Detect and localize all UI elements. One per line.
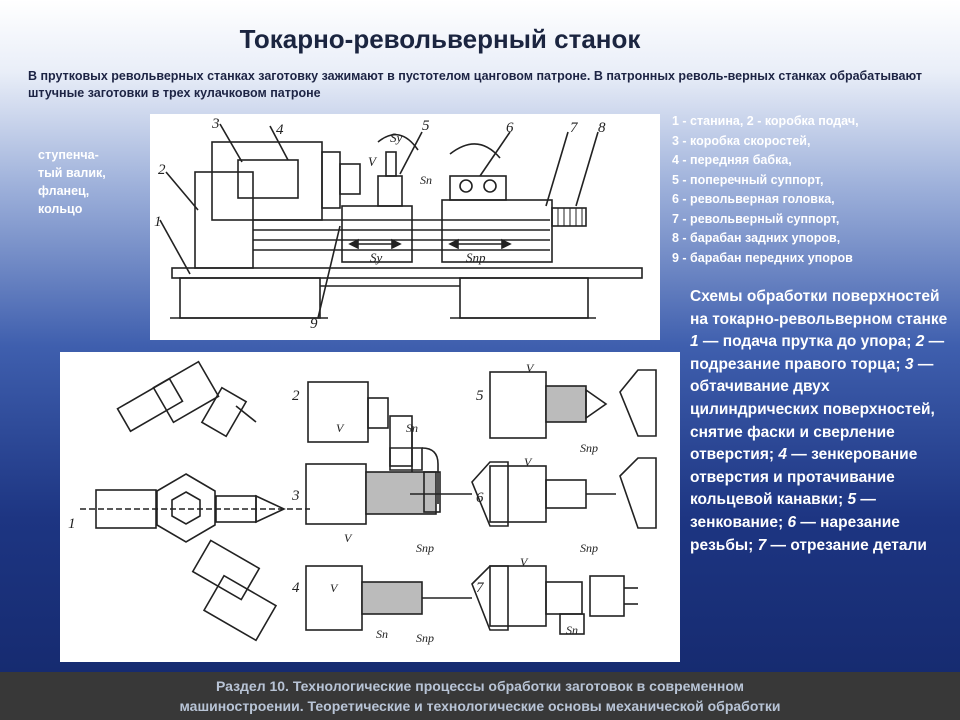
scheme-v-4: V	[330, 581, 339, 595]
label-4: 4	[276, 122, 284, 138]
step-text: — нарезание резьбы;	[690, 513, 900, 554]
label-sn: Sп	[420, 173, 432, 187]
scheme-3-chuck	[305, 463, 367, 525]
turret-slide	[441, 199, 553, 263]
turret-hexagon	[156, 473, 216, 543]
scheme-heading: Схемы обработки поверхностей на токарно-…	[690, 288, 948, 328]
scheme-num-4: 4	[292, 580, 300, 596]
scheme-num-2: 2	[292, 388, 300, 404]
cross-slide	[341, 205, 413, 263]
step-text: — подача прутка до упора;	[698, 333, 916, 351]
scheme-6-chuck	[489, 465, 547, 523]
bed-leg-left	[179, 277, 321, 319]
label-8: 8	[598, 120, 606, 136]
label-7: 7	[570, 120, 579, 136]
label-sy: Sy	[370, 250, 383, 265]
legend-line: 5 - поперечный суппорт,	[672, 172, 824, 187]
part-type-line: ступенча-	[38, 148, 99, 162]
step-text: — зенкерование отверстия и протачивание …	[690, 446, 918, 509]
scheme-num-7: 7	[476, 580, 485, 596]
label-1: 1	[154, 214, 162, 230]
legend-line: 4 - передняя бабка,	[672, 153, 792, 167]
label-9: 9	[310, 316, 318, 332]
scheme-7-chuck	[489, 565, 547, 627]
scheme-snp-6: Sпр	[580, 541, 598, 555]
intro-text: В прутковых револьверных станках заготов…	[28, 69, 922, 100]
scheme-sn-4: Sп	[376, 627, 388, 641]
legend-line: 3 - коробка скоростей,	[672, 133, 811, 148]
scheme-snp-4: Sпр	[416, 631, 434, 645]
schemes-drawing-panel: 1 2 3 4 5 6 7 V V V V V V Sп Sп Sп Sпр S…	[60, 352, 680, 662]
step-number: 4	[778, 446, 787, 464]
label-5: 5	[422, 118, 430, 134]
processing-schemes-drawing: 1 2 3 4 5 6 7 V V V V V V Sп Sп Sп Sпр S…	[68, 360, 657, 645]
part-type-line: фланец,	[38, 184, 90, 198]
bed-leg-right	[459, 277, 589, 319]
label-sy-top: Sy	[390, 130, 403, 145]
scheme-description: Схемы обработки поверхностей на токарно-…	[690, 286, 950, 557]
bed-rail	[171, 267, 643, 279]
label-3: 3	[211, 116, 220, 132]
parts-legend: 1 - станина, 2 - коробка подач, 3 - коро…	[672, 112, 942, 268]
legend-line: 1 - станина, 2 - коробка подач,	[672, 114, 859, 128]
step-number: 6	[787, 513, 797, 531]
step-text: — зенкование;	[690, 491, 876, 531]
slide-title: Токарно-револьверный станок	[239, 24, 641, 54]
step-number: 2	[915, 333, 925, 351]
part-type-line: тый валик,	[38, 166, 106, 180]
scheme-num-1: 1	[68, 516, 76, 532]
scheme-5-chuck	[489, 371, 547, 439]
part-types: ступенча- тый валик, фланец, кольцо	[38, 146, 138, 218]
step-number: 3	[904, 355, 914, 373]
scheme-v-6: V	[524, 455, 533, 469]
scheme-num-6: 6	[476, 490, 484, 506]
footer-bar: Раздел 10. Технологические процессы обра…	[0, 672, 960, 720]
legend-line: 9 - барабан передних упоров	[672, 250, 853, 265]
legend-line: 6 - револьверная головка,	[672, 192, 835, 206]
machine-drawing-panel: 3 4 2 1 5 6 7 8 9 V Sy Sп Sy Sпр	[150, 114, 660, 340]
headstock-window	[237, 159, 299, 199]
scheme-snp-3: Sпр	[416, 541, 434, 555]
scheme-sn-2: Sп	[406, 421, 418, 435]
turret-head	[449, 175, 507, 201]
step-number: 1	[690, 333, 699, 351]
scheme-sn-7: Sп	[566, 623, 578, 637]
step-number: 5	[847, 491, 857, 509]
step-text: — отрезание детали	[766, 536, 927, 554]
footer-line-2: машиностроении. Теоретические и технолог…	[179, 698, 781, 714]
step-text: — обтачивание двух цилиндрических поверх…	[690, 355, 935, 464]
scheme-v-3: V	[344, 531, 353, 545]
legend-line: 8 - барабан задних упоров,	[672, 231, 841, 245]
part-type-line: кольцо	[38, 202, 83, 216]
label-v: V	[368, 154, 378, 169]
scheme-v-7: V	[520, 555, 529, 569]
scheme-v-5: V	[526, 361, 535, 375]
scheme-num-3: 3	[291, 488, 300, 504]
stop-drum	[551, 207, 587, 227]
step-text: — подрезание правого торца;	[690, 333, 945, 373]
scheme-num-5: 5	[476, 388, 484, 404]
label-6: 6	[506, 120, 514, 136]
step-number: 7	[757, 536, 767, 554]
scheme-snp-5: Sпр	[580, 441, 598, 455]
scheme-v-2: V	[336, 421, 345, 435]
label-2: 2	[158, 162, 166, 178]
legend-line: 7 - револьверный суппорт,	[672, 211, 840, 226]
footer-line-1: Раздел 10. Технологические процессы обра…	[215, 678, 745, 694]
turret-lathe-drawing: 3 4 2 1 5 6 7 8 9 V Sy Sп Sy Sпр	[154, 116, 643, 332]
scheme-4-chuck	[305, 565, 363, 631]
speed-box	[211, 141, 323, 221]
label-snp: Sпр	[466, 250, 486, 265]
